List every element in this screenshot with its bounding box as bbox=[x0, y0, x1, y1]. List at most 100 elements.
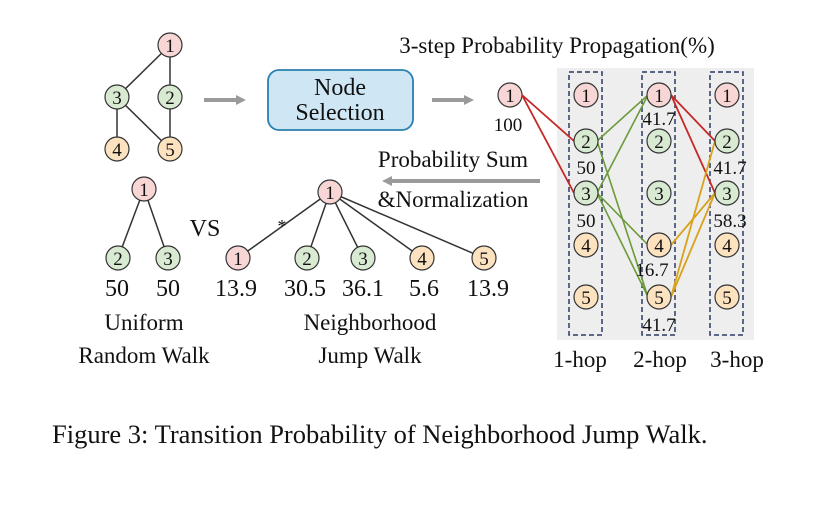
hop1-node-1-label: 1 bbox=[581, 86, 591, 107]
hop1-node-2 bbox=[573, 128, 599, 154]
hop2-node-1-label: 1 bbox=[654, 86, 664, 107]
self-loop-marker-icon: * bbox=[278, 216, 287, 236]
hop2-node-5-label: 5 bbox=[654, 288, 664, 309]
uniform-label-line2: Random Walk bbox=[78, 343, 210, 368]
jump-root-node bbox=[317, 179, 343, 205]
jump-child-4-value: 5.6 bbox=[409, 276, 439, 302]
hop1-node-5 bbox=[573, 284, 599, 310]
hop-3-nodes: 1 2 41.7 3 58.3 4 5 bbox=[713, 82, 747, 310]
jump-child-4-label: 4 bbox=[417, 249, 427, 270]
uniform-root-label: 1 bbox=[139, 180, 149, 201]
graph-node-5 bbox=[157, 136, 183, 162]
propagation-title: 3-step Probability Propagation(%) bbox=[399, 33, 715, 58]
graph-node-4 bbox=[104, 136, 130, 162]
hop1-node-4-label: 4 bbox=[581, 236, 591, 257]
edge-1hop3-to-2hop4 bbox=[596, 192, 649, 246]
propagation-edges bbox=[521, 94, 716, 298]
uniform-root-node bbox=[131, 176, 157, 202]
hop2-node-4-value: 16.7 bbox=[635, 260, 668, 281]
start-node-value: 100 bbox=[494, 115, 523, 136]
graph-node-3 bbox=[104, 84, 130, 110]
sum-label-line2: &Normalization bbox=[378, 187, 529, 212]
hop3-node-3 bbox=[714, 180, 740, 206]
sum-label-line1: Probability Sum bbox=[378, 147, 528, 172]
vs-label: VS bbox=[190, 216, 221, 242]
graph-node-1 bbox=[157, 32, 183, 58]
uniform-child-2-label: 2 bbox=[113, 249, 123, 270]
hop2-node-4 bbox=[646, 232, 672, 258]
edge-start-to-3 bbox=[521, 94, 575, 194]
hop1-node-3-value: 50 bbox=[577, 211, 596, 232]
hop2-node-5 bbox=[646, 284, 672, 310]
jump-root-label: 1 bbox=[325, 183, 335, 204]
uniform-child-node-2 bbox=[105, 245, 131, 271]
hop2-node-4-label: 4 bbox=[654, 236, 664, 257]
uniform-random-walk-tree: 1 2 3 50 50 Uniform Random Walk bbox=[78, 176, 210, 368]
start-node-label: 1 bbox=[505, 86, 515, 107]
graph-node-5-label: 5 bbox=[165, 140, 175, 161]
hop1-node-3-label: 3 bbox=[581, 184, 591, 205]
uniform-label-line1: Uniform bbox=[104, 310, 183, 335]
neighborhood-jump-walk-tree: * 1 1 2 3 4 5 13.9 30.5 36.1 5.6 13.9 Ne… bbox=[215, 179, 509, 368]
hop3-node-2 bbox=[714, 128, 740, 154]
hop2-node-1-value: 41.7 bbox=[642, 109, 675, 130]
hop3-node-1 bbox=[714, 82, 740, 108]
hop1-node-3 bbox=[573, 180, 599, 206]
example-graph: 1 3 2 4 5 bbox=[104, 32, 183, 162]
jump-child-1-value: 13.9 bbox=[215, 276, 257, 302]
jump-edge bbox=[237, 191, 331, 259]
hop2-node-1 bbox=[646, 82, 672, 108]
hop3-node-4-label: 4 bbox=[722, 236, 732, 257]
hop3-node-5-label: 5 bbox=[722, 288, 732, 309]
hop1-node-1 bbox=[573, 82, 599, 108]
edge-2hop1-to-3hop2 bbox=[670, 94, 716, 142]
jump-child-2-value: 30.5 bbox=[284, 276, 326, 302]
hop2-node-2-label: 2 bbox=[654, 132, 664, 153]
hop2-node-2 bbox=[646, 128, 672, 154]
jump-edge bbox=[329, 191, 423, 259]
edge-1hop2-to-2hop1 bbox=[596, 94, 649, 142]
jump-child-5-value: 13.9 bbox=[467, 276, 509, 302]
hop-2-label: 2-hop bbox=[633, 347, 687, 372]
node-selection-label-line1: Node bbox=[314, 75, 366, 101]
jump-child-node-3 bbox=[350, 245, 376, 271]
edge-1hop3-to-2hop1 bbox=[596, 94, 649, 194]
hop1-node-2-value: 50 bbox=[577, 158, 596, 179]
edge-2hop1-to-3hop3 bbox=[670, 94, 716, 194]
jump-child-node-2 bbox=[294, 245, 320, 271]
jump-child-3-value: 36.1 bbox=[342, 276, 384, 302]
hop3-node-4 bbox=[714, 232, 740, 258]
jump-child-node-4 bbox=[409, 245, 435, 271]
uniform-child-node-3 bbox=[155, 245, 181, 271]
uniform-child-2-value: 50 bbox=[105, 276, 129, 302]
node-selection-label-line2: Selection bbox=[295, 100, 384, 126]
hop3-node-3-value: 58.3 bbox=[713, 211, 746, 232]
hop3-node-1-label: 1 bbox=[722, 86, 732, 107]
edge-2hop5-to-3hop3 bbox=[670, 192, 716, 298]
jump-child-2-label: 2 bbox=[302, 249, 312, 270]
hop-1-label: 1-hop bbox=[553, 347, 607, 372]
graph-node-2 bbox=[157, 84, 183, 110]
hop-2-column bbox=[641, 71, 676, 336]
hop1-node-2-label: 2 bbox=[581, 132, 591, 153]
hop-3-label: 3-hop bbox=[710, 347, 764, 372]
uniform-child-3-label: 3 bbox=[163, 249, 173, 270]
hop3-node-3-label: 3 bbox=[722, 184, 732, 205]
jump-child-node-1 bbox=[225, 245, 251, 271]
graph-node-3-label: 3 bbox=[112, 88, 122, 109]
edge-1hop3-to-2hop5 bbox=[596, 192, 649, 298]
hop-2-nodes: 1 41.7 2 3 4 16.7 5 41.7 bbox=[635, 82, 676, 336]
hop3-node-5 bbox=[714, 284, 740, 310]
edge-2hop5-to-3hop2 bbox=[670, 140, 716, 298]
hop3-node-2-label: 2 bbox=[722, 132, 732, 153]
node-selection-box bbox=[267, 69, 414, 131]
graph-node-4-label: 4 bbox=[112, 140, 122, 161]
edge-start-to-2 bbox=[521, 94, 575, 142]
jump-label-line1: Neighborhood bbox=[304, 310, 437, 335]
hop1-node-5-label: 5 bbox=[581, 288, 591, 309]
hop-1-nodes: 1 2 50 3 50 4 5 bbox=[573, 82, 599, 310]
neighborhood-jump-walk-figure: 1 3 2 4 5 Node Selection 1 100 3-step Pr… bbox=[78, 32, 764, 372]
jump-child-3-label: 3 bbox=[358, 249, 368, 270]
jump-child-node-5 bbox=[471, 245, 497, 271]
graph-node-2-label: 2 bbox=[165, 88, 175, 109]
